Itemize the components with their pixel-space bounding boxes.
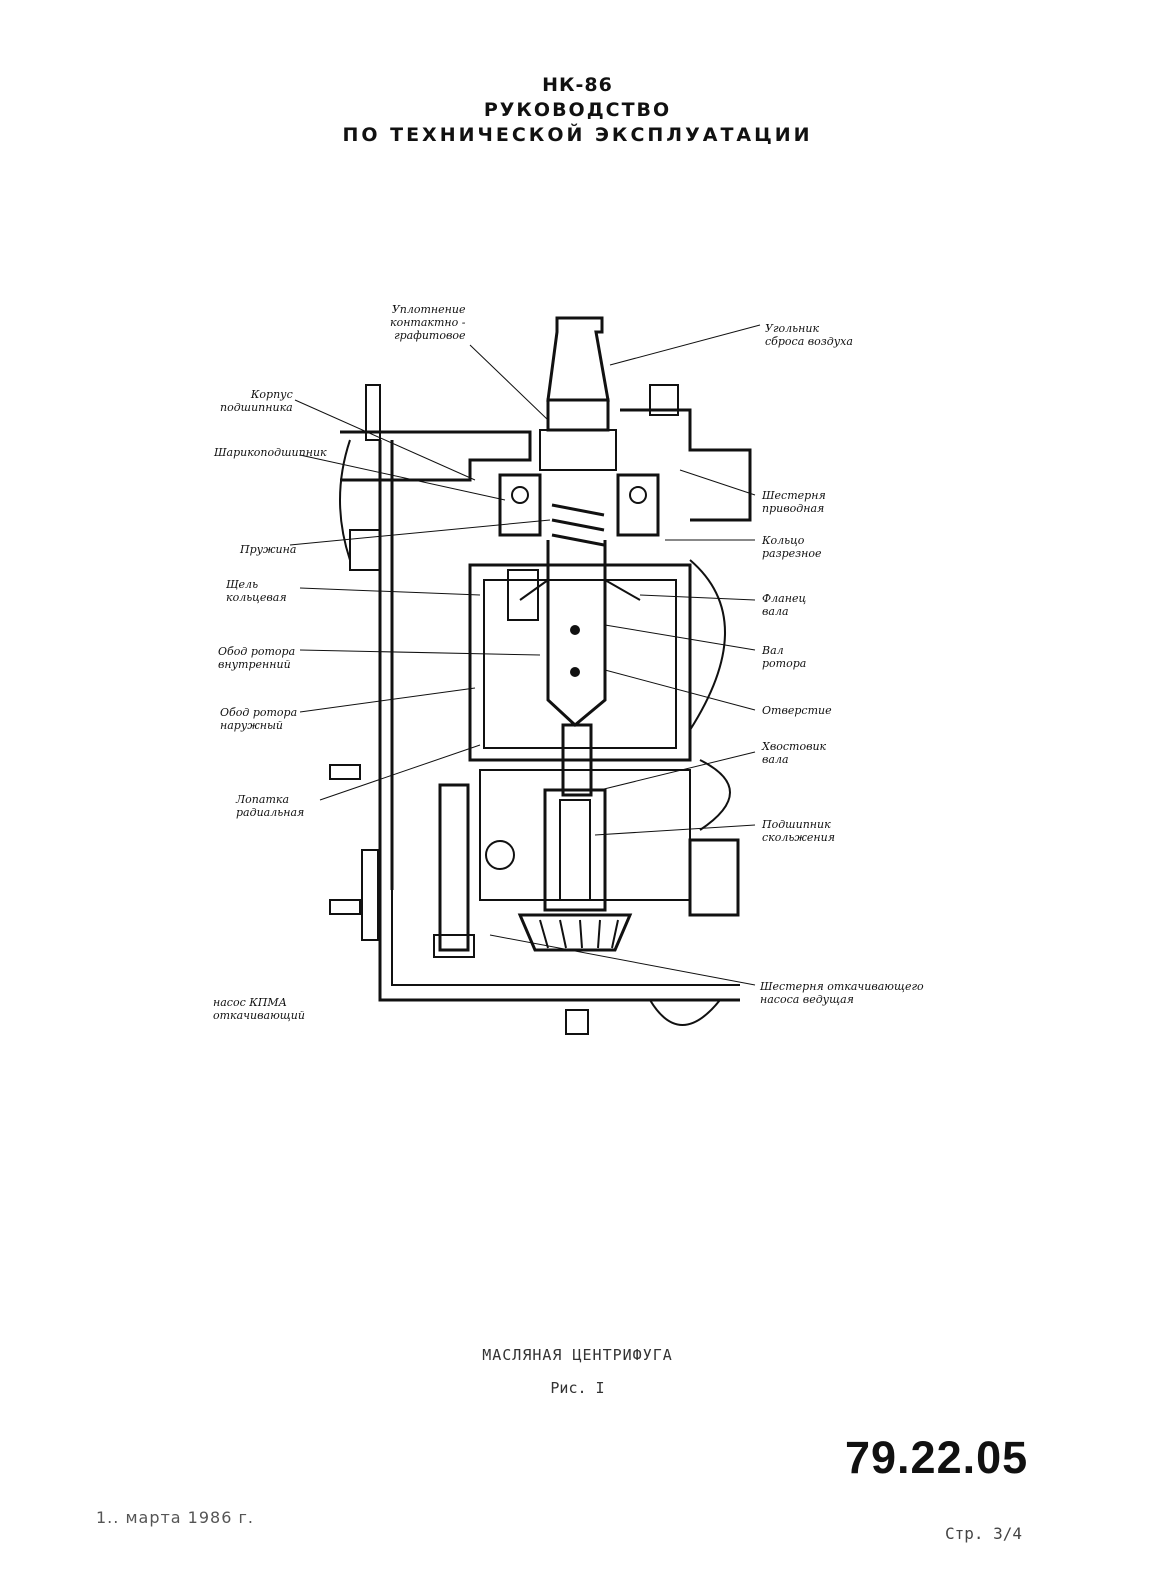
centrifuge-cross-section-drawing [289,316,761,1035]
label-inner-rim: Обод ротора внутренний [218,645,296,671]
label-bearing-housing: Корпус подшипника [220,388,293,414]
label-outer-rim: Обод ротора наружный [220,706,298,732]
label-split-ring: Кольцо разрезное [762,534,822,560]
label-pump: насос КПМА откачивающий [213,996,305,1022]
figure-number: Рис. I [550,1379,605,1397]
label-spring: Пружина [240,543,297,556]
label-drive-gear: Шестерня приводная [762,489,826,515]
label-shaft-tail: Хвостовик вала [762,740,827,766]
label-plain-bearing: Подшипник скольжения [762,818,835,844]
figure-title: МАСЛЯНАЯ ЦЕНТРИФУГА [482,1346,673,1364]
label-air-fitting: Угольник сброса воздуха [765,322,853,348]
issue-date: 1.. марта 1986 г. [96,1508,254,1527]
page-number: Стр. 3/4 [945,1524,1023,1543]
manual-title: РУКОВОДСТВО [483,99,672,121]
label-radial-blade: Лопатка радиальная [236,793,305,819]
label-annular-slot: Щель кольцевая [226,578,287,604]
engine-model: НК-86 [542,74,613,96]
label-seal: Уплотнение контактно - графитовое [390,303,466,342]
label-rotor-shaft: Вал ротора [762,644,807,670]
label-pump-gear: Шестерня откачивающего насоса ведущая [760,980,924,1006]
label-hole: Отверстие [762,704,832,717]
label-ball-bearing: Шарикоподшипник [214,446,327,459]
document-number: 79.22.05 [845,1432,1029,1483]
label-shaft-flange: Фланец вала [762,592,807,618]
manual-subtitle: ПО ТЕХНИЧЕСКОЙ ЭКСПЛУАТАЦИИ [342,124,813,146]
